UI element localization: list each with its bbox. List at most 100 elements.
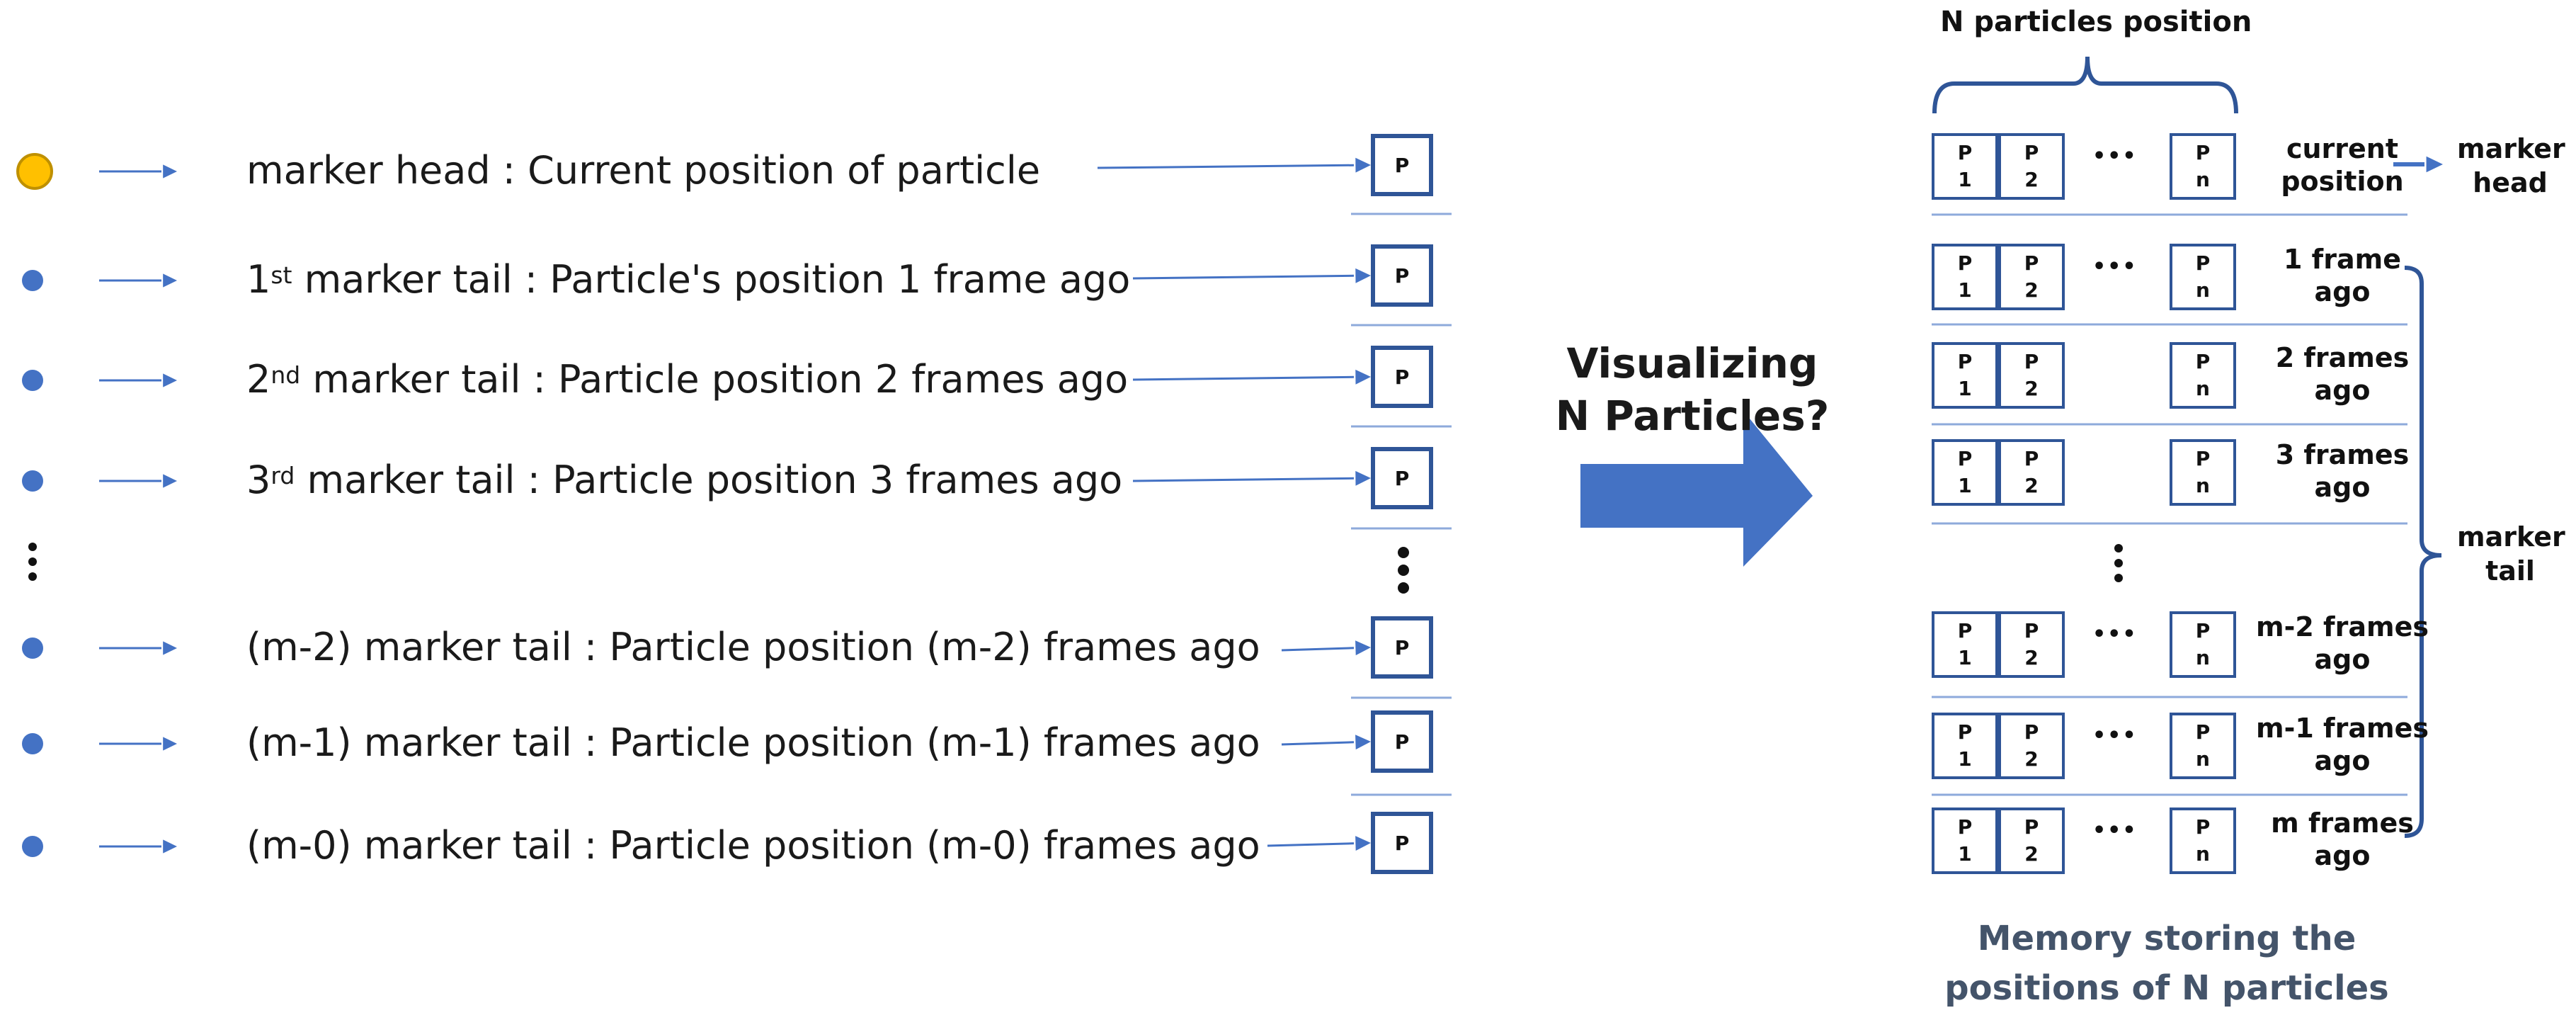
transition-arrow <box>1580 411 1813 567</box>
legend-arrow-head <box>163 273 177 288</box>
row-label-ordinal-suffix: rd <box>270 462 295 489</box>
memory-row-label-line-1: 2 frames <box>2275 342 2410 373</box>
memory-cell-index: 1 <box>1958 474 1972 497</box>
marker-tail-dot <box>22 733 43 754</box>
memory-cell-index: n <box>2196 646 2210 669</box>
row-label-text: 3 <box>246 458 271 502</box>
dot <box>2114 544 2123 552</box>
memory-cell-index: 1 <box>1958 842 1972 866</box>
memory-cell-letter: P <box>2195 251 2211 275</box>
row-pointer-arrow-shaft <box>1132 375 1355 381</box>
row-pointer-arrow-head <box>1355 369 1371 385</box>
memory-cell-index: 2 <box>2024 747 2039 771</box>
dot <box>1398 565 1409 576</box>
top-brace <box>1932 56 2238 114</box>
memory-cell-index: 2 <box>2024 474 2039 497</box>
question-line-2: N Particles? <box>1555 392 1830 440</box>
p-box: P <box>1371 447 1433 509</box>
marker-tail-dot <box>22 836 43 857</box>
row-label: (m-2) marker tail : Particle position (m… <box>246 623 1260 672</box>
row-label: 2nd marker tail : Particle position 2 fr… <box>246 355 1128 404</box>
p-box: P <box>1371 710 1433 773</box>
memory-row-label-line-1: 3 frames <box>2275 439 2410 470</box>
marker-tail-label: marker tail <box>2457 521 2565 586</box>
p-box-label: P <box>1394 730 1410 754</box>
row-label: marker head : Current position of partic… <box>246 146 1040 196</box>
memory-row-label-line-2: ago <box>2314 375 2371 406</box>
dot <box>1398 547 1409 558</box>
memory-cell-letter: P <box>2024 619 2039 642</box>
marker-tail-dot <box>22 370 43 391</box>
row-pointer-arrow-head <box>1355 836 1371 851</box>
row-pointer-arrow-shaft <box>1267 842 1355 847</box>
row-pointer-arrow-shaft <box>1097 164 1355 169</box>
memory-row-label-line-2: ago <box>2314 472 2371 503</box>
row-label-ordinal-suffix: st <box>270 261 292 289</box>
dot <box>1398 582 1409 594</box>
memory-row-label-line-1: m frames <box>2271 808 2414 839</box>
memory-cell-letter: P <box>2195 815 2211 839</box>
row-pointer-arrow-head <box>1355 268 1371 283</box>
p-box: P <box>1371 134 1433 196</box>
memory-cell-letter: P <box>2195 619 2211 642</box>
dot <box>28 543 37 551</box>
row-pointer-arrow-head <box>1355 640 1371 656</box>
row-pointer-arrow-head <box>1355 470 1371 486</box>
memory-cell-letter: P <box>2195 141 2211 164</box>
memory-row-label-line-2: ago <box>2314 644 2371 675</box>
row-pointer-arrow-head <box>1355 157 1371 173</box>
marker-tail-dot <box>22 638 43 659</box>
dot <box>28 572 37 581</box>
memory-cell-letter: P <box>2195 447 2211 470</box>
marker-tail-dot <box>22 470 43 492</box>
legend-arrow-head <box>163 641 177 655</box>
memory-row-label-line-1: m-1 frames <box>2256 713 2429 744</box>
memory-cell-letter: P <box>2024 447 2039 470</box>
box-vertical-ellipsis <box>1398 547 1409 594</box>
p-box-label: P <box>1394 153 1410 177</box>
legend-vertical-ellipsis <box>28 543 37 581</box>
memory-cell-index: n <box>2196 278 2210 302</box>
memory-cell-letter: P <box>1957 619 1973 642</box>
legend-arrow-head <box>163 839 177 854</box>
memory-vertical-ellipsis <box>2114 544 2123 582</box>
legend-arrow-head <box>163 373 177 387</box>
row-label-text: marker head : Current position of partic… <box>246 148 1041 193</box>
row-label-ordinal-suffix: nd <box>270 361 301 389</box>
p-box: P <box>1371 244 1433 307</box>
memory-row-ellipsis: ••• <box>2092 254 2138 279</box>
row-label-text: 1 <box>246 257 271 302</box>
memory-row-label-line-1: current <box>2286 133 2399 164</box>
memory-cell-letter: P <box>2195 720 2211 744</box>
row-pointer-arrow-shaft <box>1132 274 1355 280</box>
row-label-text-rest: marker tail : Particle's position 1 fram… <box>292 257 1131 302</box>
marker-tail-brace <box>2404 266 2442 838</box>
p-box: P <box>1371 616 1433 679</box>
memory-cell-index: 2 <box>2024 168 2039 191</box>
legend-arrow-head <box>163 737 177 751</box>
marker-head-dot <box>16 153 53 190</box>
row-label-text-rest: marker tail : Particle position 2 frames… <box>300 357 1129 402</box>
memory-cell-letter: P <box>2024 815 2039 839</box>
marker-head-arrow-head <box>2426 156 2443 173</box>
p-box-label: P <box>1394 365 1410 389</box>
marker-head-label: marker head <box>2457 133 2565 198</box>
